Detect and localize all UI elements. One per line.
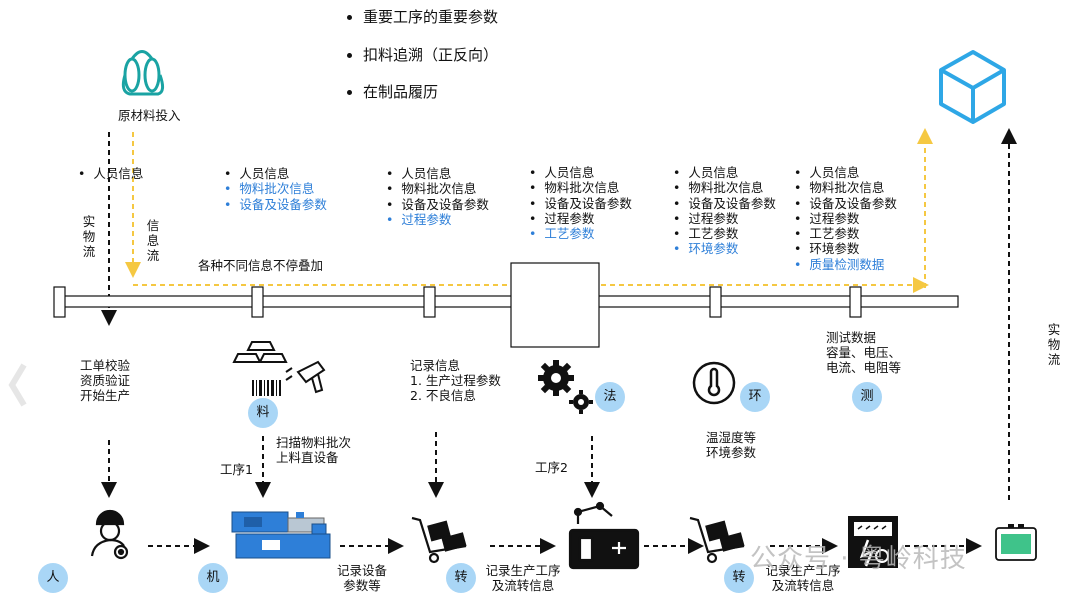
factor-transfer-badge-1: 转	[446, 563, 476, 593]
barcode-icon	[252, 380, 281, 396]
info-item: • 设备及设备参数	[794, 195, 897, 211]
info-item: • 物料批次信息	[529, 180, 620, 196]
info-item: • 人员信息	[386, 166, 452, 181]
raw-material-icon	[121, 50, 165, 96]
info-column-2: • 人员信息 • 物料批次信息 • 设备及设备参数	[224, 166, 327, 212]
record-transfer-note-2: 记录生产工序 及流转信息	[765, 563, 841, 593]
record-transfer-note-1: 记录生产工序 及流转信息	[485, 563, 561, 593]
injection-machine-icon	[231, 511, 331, 559]
work-order-note: 工单校验 资质验证 开始生产	[79, 358, 130, 403]
factor-environment-badge: 环	[740, 382, 770, 412]
left-chevron-icon	[8, 363, 27, 407]
scanner-icon	[285, 360, 326, 394]
hand-truck-icon-1	[411, 516, 467, 564]
info-item: • 设备及设备参数	[386, 196, 489, 212]
information-overlay-label: 各种不同信息不停叠加	[198, 258, 324, 273]
info-item: • 物料批次信息	[673, 180, 764, 196]
gears-icon	[538, 360, 593, 414]
robot-arm-battery-icon	[568, 501, 640, 570]
key-point: 扣料追溯（正反向）	[345, 46, 498, 65]
info-item: • 人员信息	[529, 165, 595, 180]
info-column-4: • 人员信息 • 物料批次信息 • 设备及设备参数 • 过程参数 • 工艺参数	[529, 165, 632, 241]
worker-gear-icon	[90, 509, 129, 560]
raw-material-label: 原材料投入	[118, 108, 181, 123]
factor-machine-badge: 机	[198, 563, 228, 593]
info-item: • 过程参数	[794, 210, 860, 226]
key-point: 在制品履历	[345, 83, 498, 102]
environment-note: 温湿度等 环境参数	[705, 430, 756, 460]
physical-flow-label-left: 实物流	[82, 214, 96, 259]
physical-flow-label-right: 实物流	[1047, 322, 1061, 367]
production-line-rail	[53, 262, 959, 348]
info-item: • 物料批次信息	[386, 181, 477, 197]
info-item: • 过程参数	[529, 210, 595, 226]
info-item: • 设备及设备参数	[673, 195, 776, 211]
process-2-label: 工序2	[535, 460, 568, 475]
info-item: • 人员信息	[673, 165, 739, 180]
record-equipment-note: 记录设备 参数等	[336, 563, 387, 593]
test-equipment-icon	[848, 516, 898, 568]
info-item: • 设备及设备参数	[529, 195, 632, 211]
factor-method-badge: 法	[595, 382, 625, 412]
factor-material-badge: 料	[248, 398, 278, 428]
info-item-highlight: • 工艺参数	[529, 226, 595, 242]
finished-product-cube-icon	[939, 50, 1006, 124]
factor-measurement-badge: 测	[852, 382, 882, 412]
info-item: • 工艺参数	[794, 226, 860, 242]
info-item: • 物料批次信息	[794, 180, 885, 196]
info-item-highlight: • 设备及设备参数	[224, 196, 327, 212]
info-column-5: • 人员信息 • 物料批次信息 • 设备及设备参数 • 过程参数 • 工艺参数 …	[673, 165, 776, 257]
info-item-highlight: • 过程参数	[386, 211, 452, 227]
info-item: • 人员信息	[794, 165, 860, 180]
factor-person-badge: 人	[38, 563, 68, 593]
info-item: • 人员信息	[78, 166, 144, 181]
key-points-list: 重要工序的重要参数 扣料追溯（正反向） 在制品履历	[345, 8, 498, 121]
watermark: 公众号 · 粤岭科技	[750, 544, 967, 574]
info-item-highlight: • 环境参数	[673, 241, 739, 257]
hand-truck-icon-2	[689, 516, 745, 564]
info-item-highlight: • 物料批次信息	[224, 181, 315, 197]
info-item: • 环境参数	[794, 241, 860, 257]
info-column-6: • 人员信息 • 物料批次信息 • 设备及设备参数 • 过程参数 • 工艺参数 …	[794, 165, 897, 272]
scan-material-note: 扫描物料批次 上料直设备	[276, 435, 352, 465]
battery-pack-icon	[995, 524, 1037, 561]
info-item-highlight: • 质量检测数据	[794, 256, 885, 272]
info-item: • 人员信息	[224, 166, 290, 181]
material-bars-icon	[232, 341, 288, 363]
process-1-label: 工序1	[220, 462, 253, 477]
thermometer-icon	[692, 361, 736, 405]
factor-transfer-badge-2: 转	[724, 563, 754, 593]
key-point: 重要工序的重要参数	[345, 8, 498, 27]
info-item: • 工艺参数	[673, 226, 739, 242]
record-info-note: 记录信息 1. 生产过程参数 2. 不良信息	[410, 358, 501, 403]
information-flow-label: 信息流	[146, 218, 160, 263]
info-column-3: • 人员信息 • 物料批次信息 • 设备及设备参数 • 过程参数	[386, 166, 489, 227]
info-column-1: • 人员信息	[78, 166, 143, 181]
physical-flow-lines	[101, 128, 1017, 554]
info-item: • 过程参数	[673, 210, 739, 226]
test-data-note: 测试数据 容量、电压、 电流、电阻等	[826, 330, 902, 375]
